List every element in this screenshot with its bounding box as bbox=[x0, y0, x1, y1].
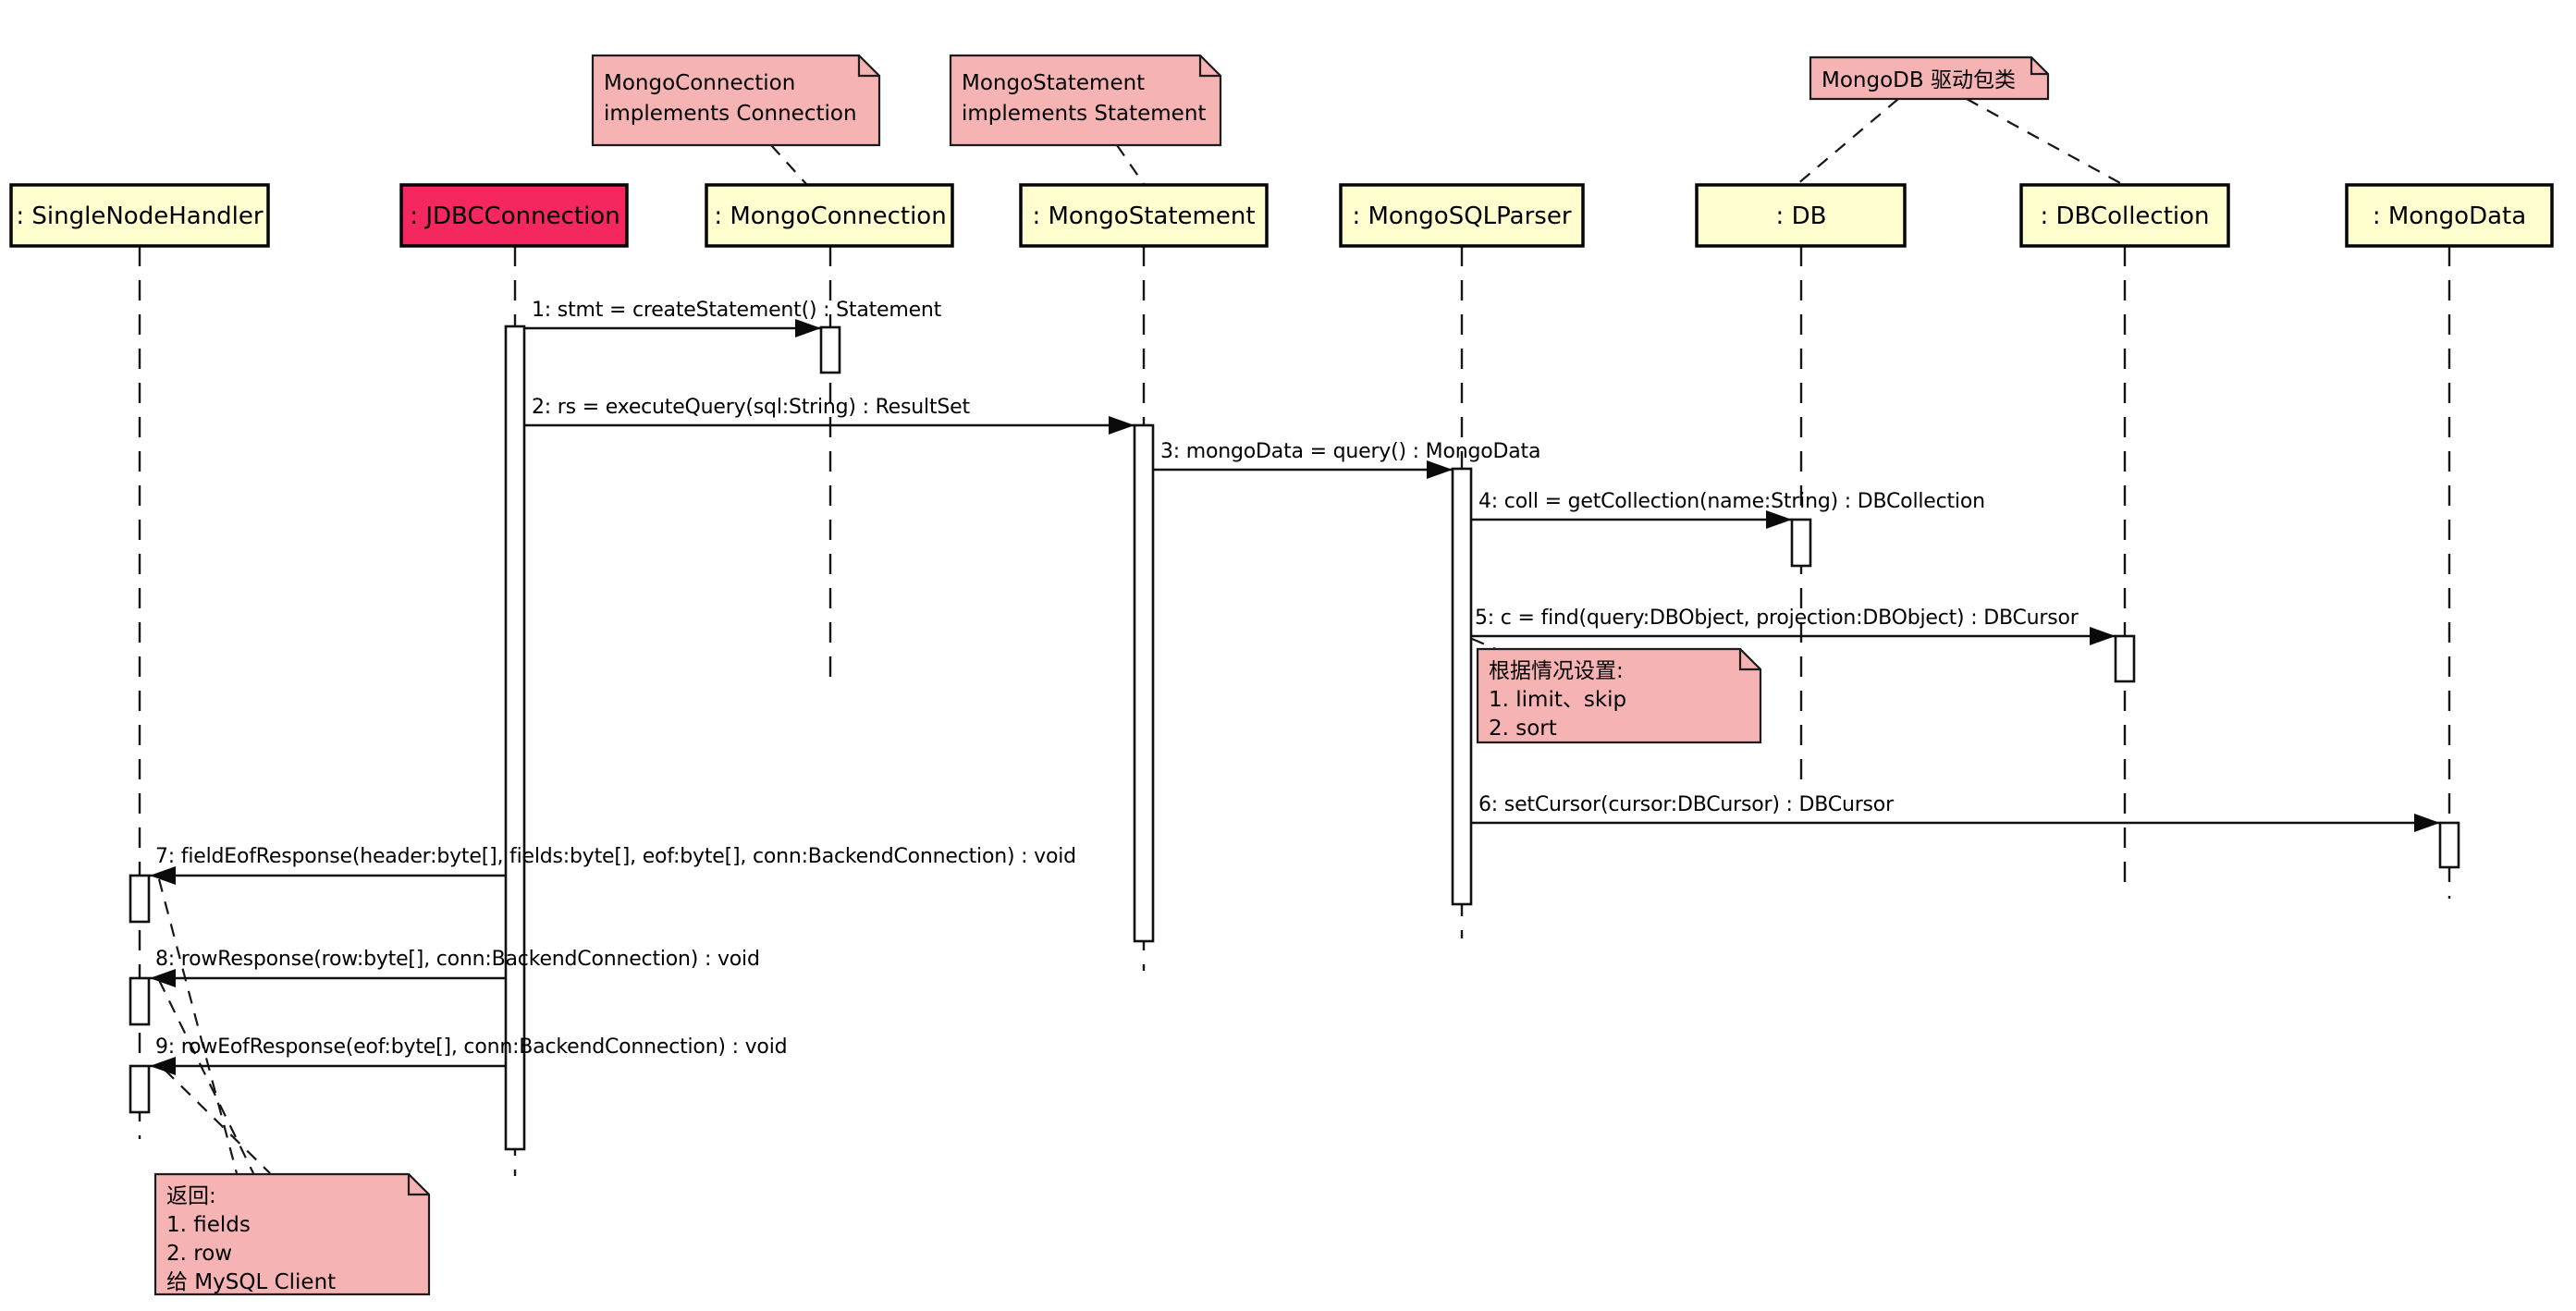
note-mongostatement-impl-line-1: MongoStatement bbox=[962, 71, 1145, 95]
message-3-arrowhead bbox=[1427, 460, 1453, 479]
note-query-setup-line-3: 2. sort bbox=[1489, 717, 1557, 741]
participant-mongo-sql-parser bbox=[1339, 183, 1585, 248]
activation-single-node-handler-2 bbox=[129, 976, 151, 1026]
note-connector-6 bbox=[157, 878, 239, 1174]
note-query-setup-line-2: 1. limit、skip bbox=[1489, 688, 1626, 712]
note-mongoconnection-impl-line-1: MongoConnection bbox=[604, 71, 795, 95]
note-mongostatement-impl-line-2: implements Statement bbox=[962, 102, 1206, 126]
message-2-arrowhead bbox=[1109, 416, 1135, 435]
activation-single-node-handler-3 bbox=[129, 1064, 151, 1114]
participant-label-mongo-data: : MongoData bbox=[2373, 202, 2526, 230]
participant-label-mongo-sql-parser: : MongoSQLParser bbox=[1352, 202, 1571, 230]
activation-db-1 bbox=[1790, 518, 1812, 568]
note-connector-7 bbox=[158, 979, 254, 1174]
message-4-label: 4: coll = getCollection(name:String) : D… bbox=[1478, 490, 1985, 513]
activation-mongo-data-1 bbox=[2438, 821, 2460, 869]
note-query-setup-fold-icon bbox=[1738, 649, 1760, 671]
note-query-setup bbox=[1476, 647, 1762, 744]
note-mongoconnection-impl-line-2: implements Connection bbox=[604, 102, 857, 126]
message-8-label: 8: rowResponse(row:byte[], conn:BackendC… bbox=[155, 948, 760, 971]
participant-label-mongo-statement: : MongoStatement bbox=[1032, 202, 1255, 230]
participant-single-node-handler bbox=[9, 183, 270, 248]
message-6-label: 6: setCursor(cursor:DBCursor) : DBCursor bbox=[1478, 793, 1895, 816]
message-7-arrowhead bbox=[150, 866, 176, 885]
note-return-line-1: 返回: bbox=[166, 1184, 216, 1208]
note-mongostatement-impl-fold-icon bbox=[1198, 55, 1221, 78]
message-9-arrowhead bbox=[150, 1057, 176, 1075]
note-mongodb-driver-line-1: MongoDB 驱动包类 bbox=[1822, 68, 2016, 92]
participant-jdbc-connection bbox=[399, 183, 629, 248]
note-return-line-3: 2. row bbox=[166, 1242, 232, 1266]
participant-mongo-statement bbox=[1019, 183, 1269, 248]
participant-label-db: : DB bbox=[1776, 202, 1827, 230]
participant-db-collection bbox=[2019, 183, 2230, 248]
participant-label-mongo-connection: : MongoConnection bbox=[714, 202, 946, 230]
message-7-label: 7: fieldEofResponse(header:byte[], field… bbox=[155, 845, 1076, 868]
note-connector-1 bbox=[770, 144, 807, 185]
note-return-line-4: 给 MySQL Client bbox=[166, 1270, 336, 1294]
note-mongostatement-impl bbox=[949, 54, 1222, 147]
note-mongodb-driver-fold-icon bbox=[2030, 57, 2048, 76]
note-connector-4 bbox=[1966, 98, 2123, 185]
note-return-fold-icon bbox=[407, 1174, 429, 1196]
note-connector-3 bbox=[1797, 98, 1899, 185]
message-5-arrowhead bbox=[2090, 627, 2116, 645]
participant-label-db-collection: : DBCollection bbox=[2040, 202, 2209, 230]
note-mongoconnection-impl bbox=[591, 54, 881, 147]
message-2-label: 2: rs = executeQuery(sql:String) : Resul… bbox=[532, 396, 970, 419]
message-1-arrowhead bbox=[795, 319, 821, 337]
participant-mongo-connection bbox=[705, 183, 954, 248]
activation-jdbc-connection-main bbox=[504, 325, 526, 1151]
participant-label-single-node-handler: : SingleNodeHandler bbox=[16, 202, 263, 230]
message-8-arrowhead bbox=[150, 969, 176, 987]
activation-db-collection-1 bbox=[2114, 634, 2136, 683]
note-return-line-2: 1. fields bbox=[166, 1213, 251, 1237]
message-4-arrowhead bbox=[1766, 510, 1792, 529]
note-connector-2 bbox=[1116, 144, 1145, 185]
participant-label-jdbc-connection: : JDBCConnection bbox=[410, 202, 619, 230]
note-connector-8 bbox=[164, 1069, 271, 1174]
activation-single-node-handler-1 bbox=[129, 874, 151, 924]
note-mongodb-driver bbox=[1809, 55, 2050, 101]
activation-mongo-sql-parser-main bbox=[1451, 467, 1473, 906]
note-return bbox=[153, 1172, 431, 1296]
message-3-label: 3: mongoData = query() : MongoData bbox=[1160, 440, 1540, 463]
message-9-label: 9: rowEofResponse(eof:byte[], conn:Backe… bbox=[155, 1035, 787, 1059]
message-1-label: 1: stmt = createStatement() : Statement bbox=[532, 299, 942, 322]
participant-db bbox=[1695, 183, 1907, 248]
message-6-arrowhead bbox=[2414, 814, 2440, 832]
note-query-setup-line-1: 根据情况设置: bbox=[1489, 659, 1624, 683]
message-5-label: 5: c = find(query:DBObject, projection:D… bbox=[1475, 606, 2079, 630]
participant-mongo-data bbox=[2345, 183, 2554, 248]
note-mongoconnection-impl-fold-icon bbox=[857, 55, 879, 78]
activation-mongo-statement-main bbox=[1133, 423, 1155, 943]
activation-mongo-connection-1 bbox=[819, 325, 841, 374]
